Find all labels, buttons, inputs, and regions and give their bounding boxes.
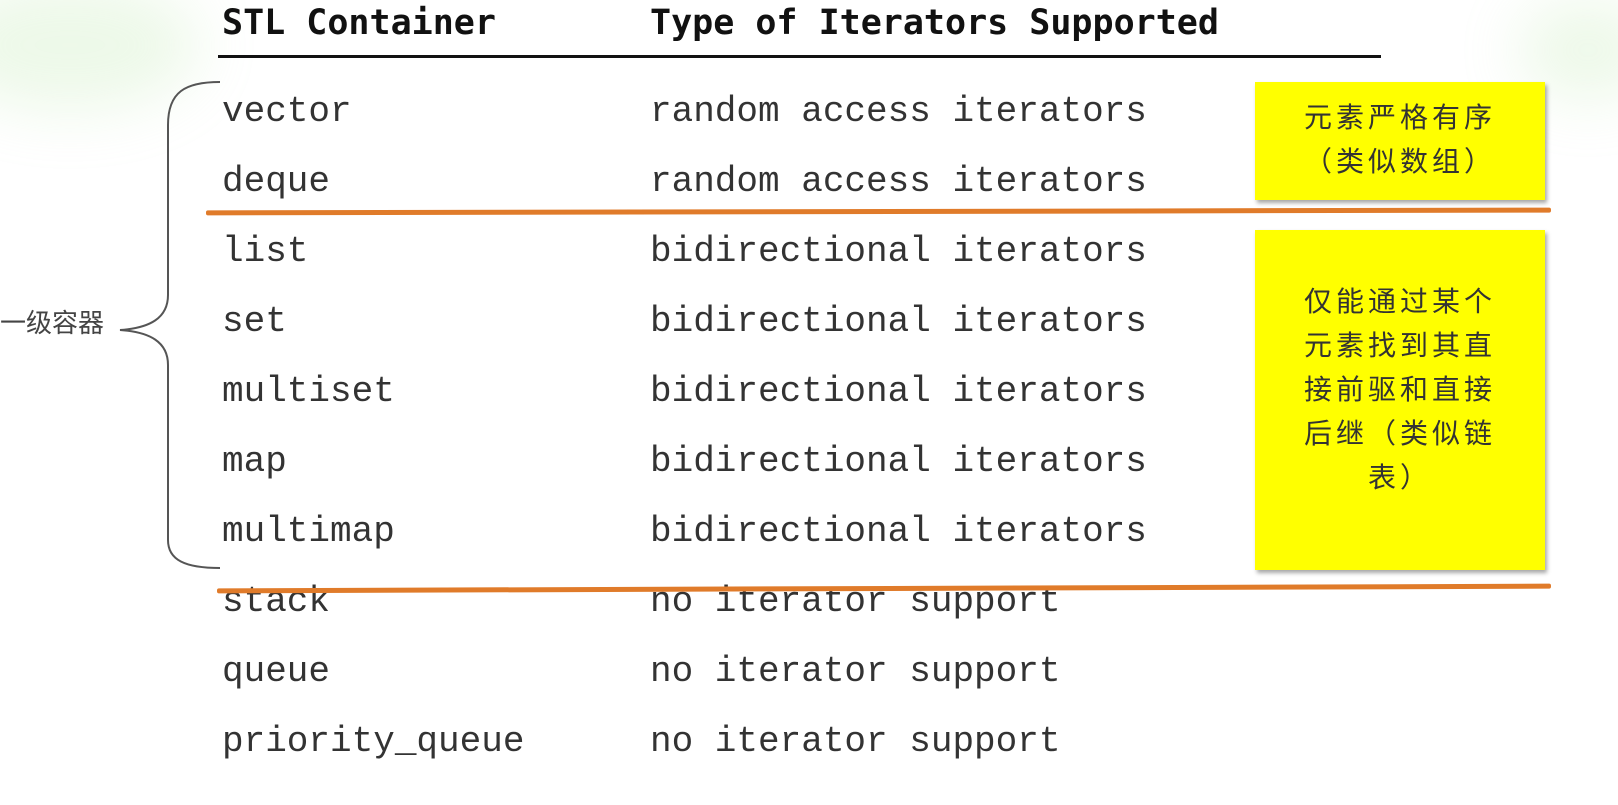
note-line: 表） xyxy=(1367,461,1432,494)
note-line: 仅能通过某个 xyxy=(1303,285,1496,318)
table-row: multimap bidirectional iterators xyxy=(0,506,1250,558)
note-linked: 仅能通过某个 元素找到其直 接前驱和直接 后继（类似链 表） xyxy=(1255,230,1545,570)
table-row: priority_queue no iterator support xyxy=(0,716,1250,768)
container-name: set xyxy=(222,301,287,342)
iterator-type: bidirectional iterators xyxy=(650,231,1147,272)
iterator-type: bidirectional iterators xyxy=(650,441,1147,482)
table-row: multiset bidirectional iterators xyxy=(0,366,1250,418)
container-name: deque xyxy=(222,161,331,202)
note-line: 接前驱和直接 xyxy=(1303,373,1496,406)
iterator-type: bidirectional iterators xyxy=(650,301,1147,342)
iterator-type: random access iterators xyxy=(650,91,1147,132)
container-name: queue xyxy=(222,651,331,692)
iterator-type: bidirectional iterators xyxy=(650,371,1147,412)
table-row: list bidirectional iterators xyxy=(0,226,1250,278)
iterator-type: no iterator support xyxy=(650,581,1061,622)
header-container: STL Container xyxy=(222,3,496,43)
iterator-type: bidirectional iterators xyxy=(650,511,1147,552)
note-line: 元素严格有序 xyxy=(1303,101,1496,134)
table-row: deque random access iterators xyxy=(0,156,1250,208)
curly-brace xyxy=(119,81,221,569)
container-name: priority_queue xyxy=(222,721,525,762)
container-name: multimap xyxy=(222,511,395,552)
table-row: queue no iterator support xyxy=(0,646,1250,698)
container-name: vector xyxy=(222,91,352,132)
table-row: set bidirectional iterators xyxy=(0,296,1250,348)
table-row: map bidirectional iterators xyxy=(0,436,1250,488)
table-row: vector random access iterators xyxy=(0,86,1250,138)
container-name: multiset xyxy=(222,371,395,412)
iterator-type: random access iterators xyxy=(650,161,1147,202)
container-name: list xyxy=(222,231,309,272)
note-sequential: 元素严格有序 （类似数组） xyxy=(1255,82,1545,200)
header-iterators: Type of Iterators Supported xyxy=(650,3,1219,43)
header-divider xyxy=(218,55,1381,58)
iterator-type: no iterator support xyxy=(650,721,1061,762)
iterator-type: no iterator support xyxy=(650,651,1061,692)
container-name: map xyxy=(222,441,287,482)
note-line: 后继（类似链 xyxy=(1303,417,1496,450)
note-line: 元素找到其直 xyxy=(1303,329,1496,362)
group-label: 一级容器 xyxy=(0,309,105,339)
group-separator xyxy=(205,207,1552,216)
note-line: （类似数组） xyxy=(1303,145,1496,178)
